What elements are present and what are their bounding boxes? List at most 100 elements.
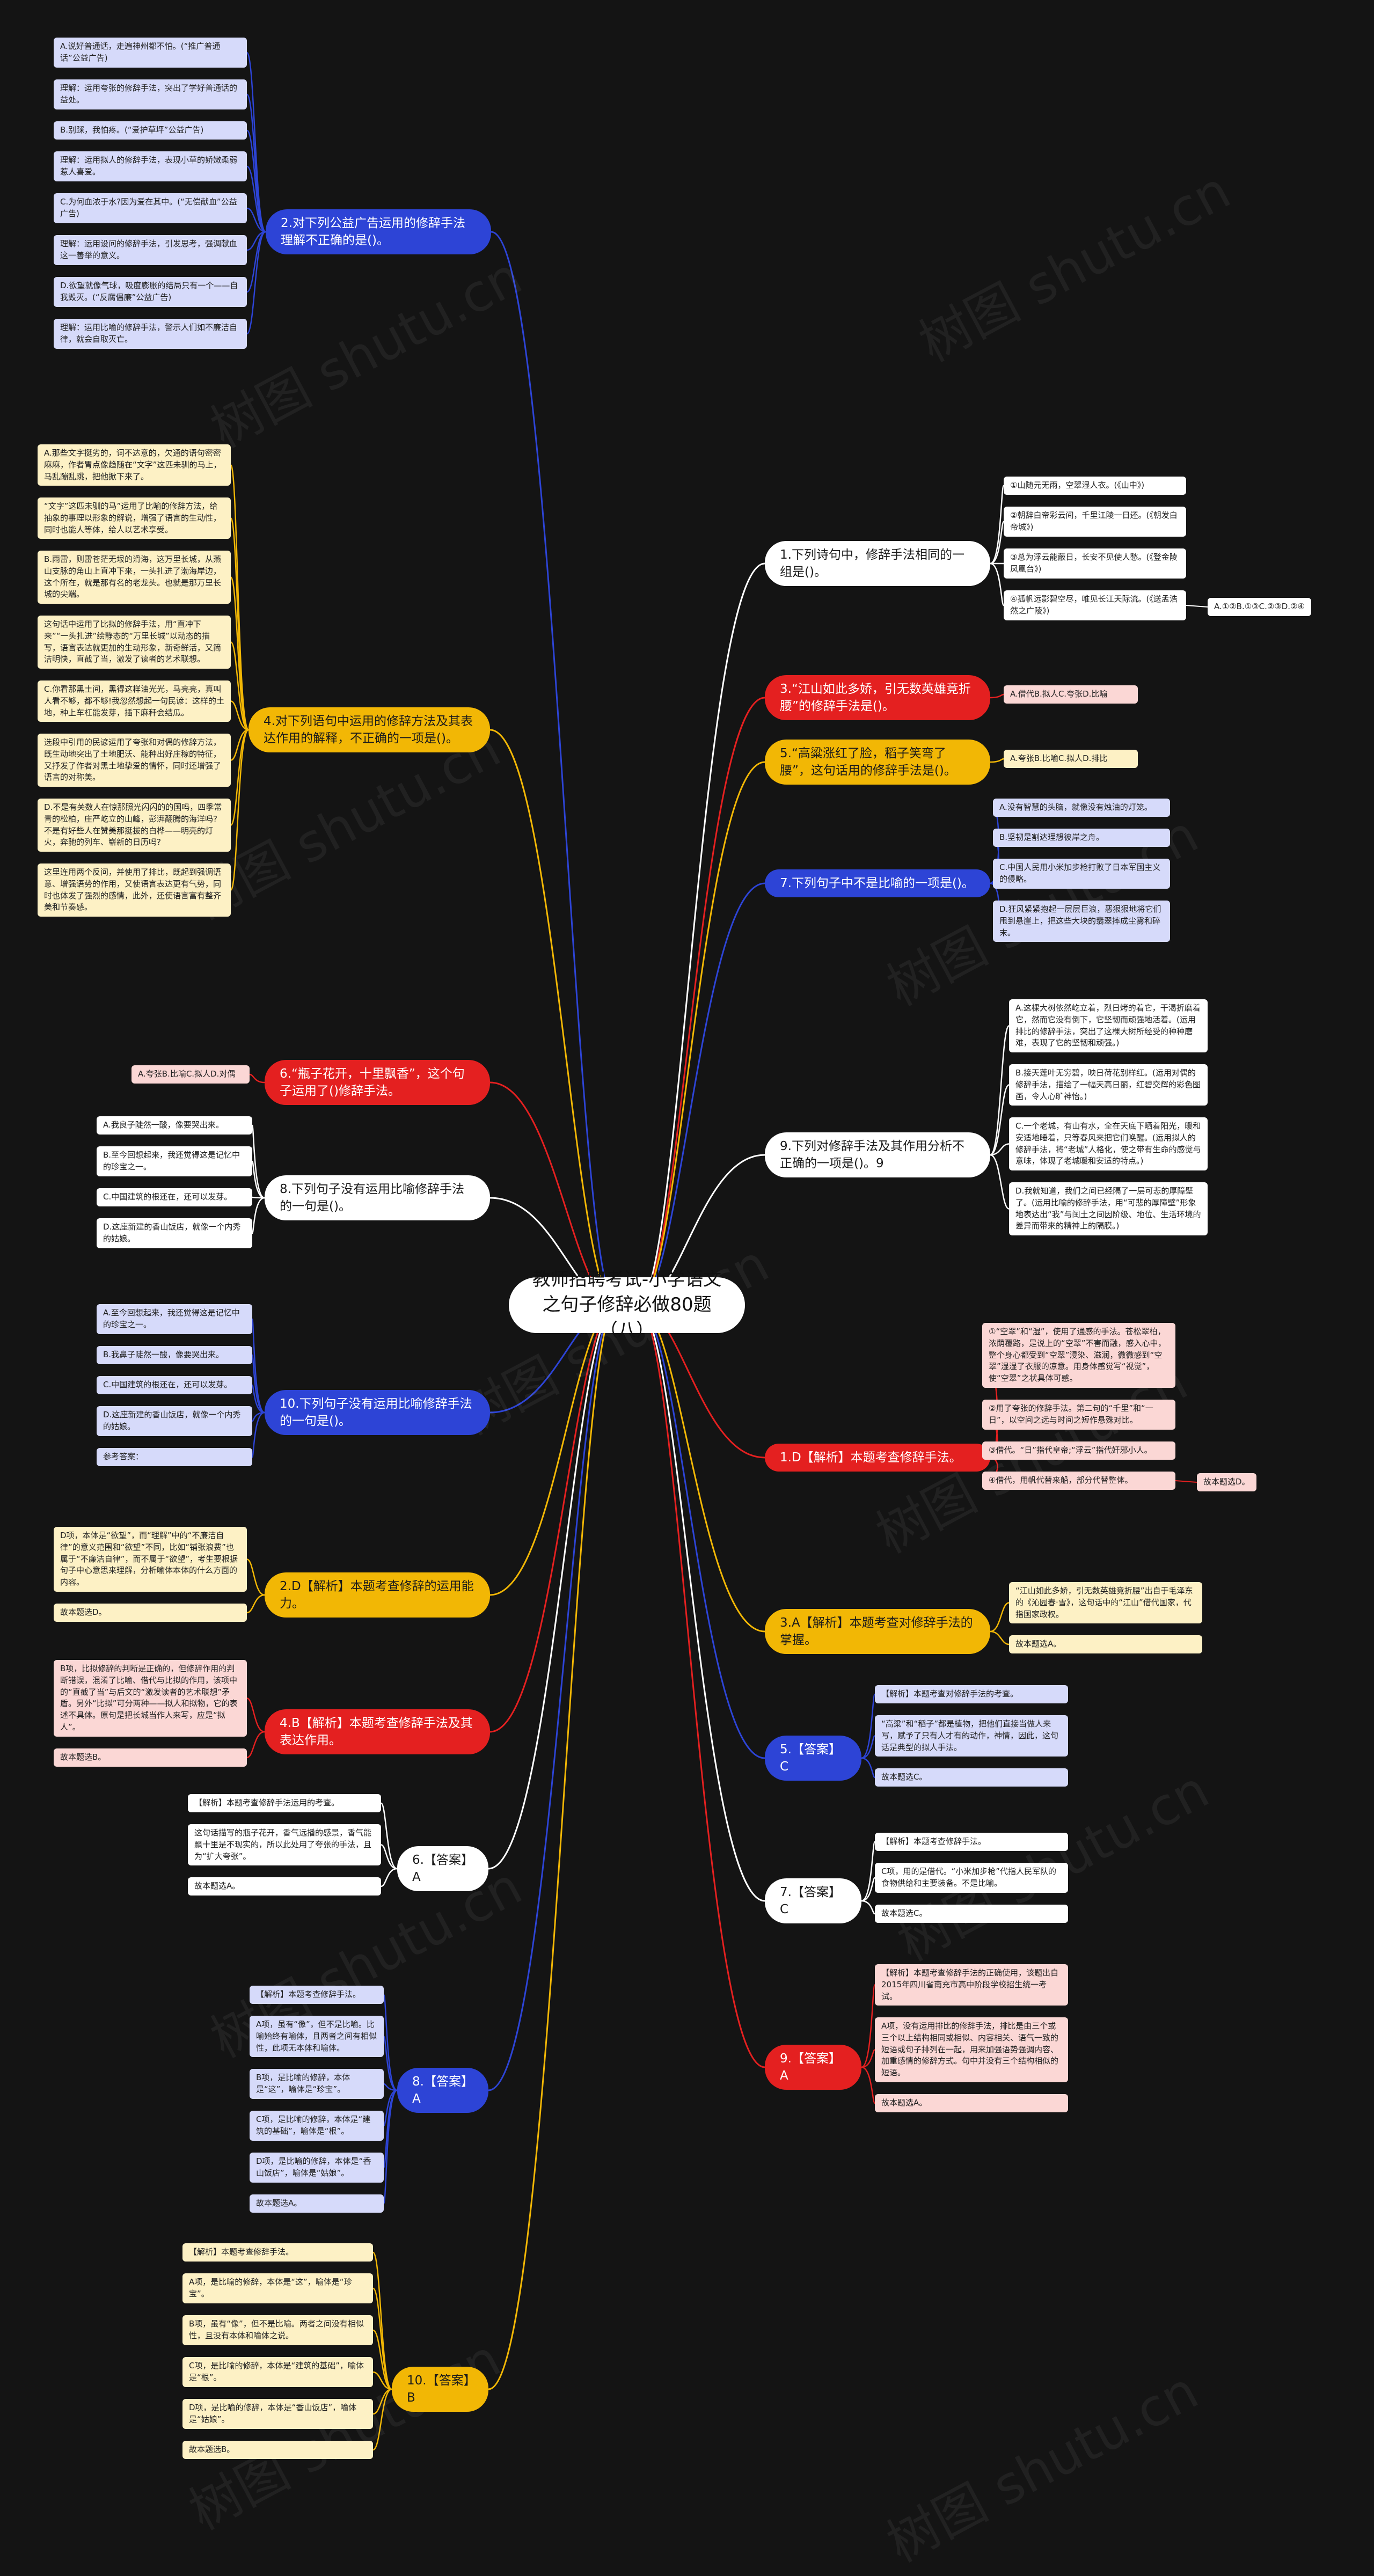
- leaf-a10-4[interactable]: D项，是比喻的修辞，本体是“香山饭店”，喻体是“姑娘”。: [182, 2399, 373, 2429]
- leaf-a8-4[interactable]: D项，是比喻的修辞，本体是“香山饭店”，喻体是“姑娘”。: [250, 2153, 384, 2183]
- leaf-a6-2[interactable]: 故本题选A。: [188, 1877, 381, 1896]
- branch-b4[interactable]: 4.对下列语句中运用的修辞方法及其表达作用的解释，不正确的一项是()。: [249, 707, 490, 753]
- leaf-a10-1[interactable]: A项，是比喻的修辞，本体是“这”，喻体是“珍宝”。: [182, 2273, 373, 2303]
- leaf-a2-0[interactable]: D项，本体是“欲望”，而“理解”中的“不廉洁自律”的意义范围和“欲望”不同，比如…: [54, 1527, 247, 1592]
- leaf-b8-2[interactable]: C.中国建筑的根还在，还可以发芽。: [97, 1188, 252, 1206]
- leaf-a1-3[interactable]: ④借代，用帆代替来船，部分代替整体。: [982, 1472, 1175, 1490]
- leaf-a5-1[interactable]: “高粱”和“稻子”都是植物，把他们直接当做人来写，赋予了只有人才有的动作，神情，…: [875, 1715, 1068, 1757]
- leaf-a3-1[interactable]: 故本题选A。: [1009, 1635, 1202, 1653]
- leaf-a9-0[interactable]: 【解析】本题考查修辞手法的正确使用，该题出自2015年四川省南充市高中阶段学校招…: [875, 1964, 1068, 2006]
- leaf-a6-1[interactable]: 这句话描写的瓶子花开，香气远播的感景，香气能飘十里是不现实的，所以此处用了夸张的…: [188, 1824, 381, 1866]
- leaf-b7-3[interactable]: D.狂风紧紧抱起一层层巨浪，恶狠狠地将它们甩到悬崖上，把这些大块的翡翠摔成尘雾和…: [993, 901, 1170, 942]
- leaf-b10-0[interactable]: A.至今回想起来，我还觉得这是记忆中的珍宝之一。: [97, 1304, 252, 1334]
- leaf-b4-7[interactable]: 这里连用两个反问，并使用了排比，既起到强调语意、增强语势的作用，又使语言表达更有…: [38, 863, 231, 917]
- branch-a1[interactable]: 1.D【解析】本题考查修辞手法。: [765, 1444, 990, 1472]
- leaf-b1-2[interactable]: ③总为浮云能蔽日，长安不见使人愁。(《登金陵凤凰台》): [1004, 548, 1186, 579]
- branch-b9[interactable]: 9.下列对修辞手法及其作用分析不正确的一项是()。9: [765, 1132, 990, 1178]
- leaf-b10-2[interactable]: C.中国建筑的根还在，还可以发芽。: [97, 1376, 252, 1394]
- leaf-b2-7[interactable]: 理解：运用比喻的修辞手法，警示人们如不廉洁自律，就会自取灭亡。: [54, 319, 247, 349]
- leaf-a8-1[interactable]: A项，虽有“像”，但不是比喻。比喻始终有喻体，且两者之间有相似性，此项无本体和喻…: [250, 2016, 384, 2058]
- leaf-b10-1[interactable]: B.我鼻子陡然一酸，像要哭出来。: [97, 1346, 252, 1364]
- leaf-b9-3[interactable]: D.我就知道，我们之间已经隔了一层可悲的厚障壁了。(运用比喻的修辞手法，用“可悲…: [1009, 1182, 1208, 1235]
- leaf-a1-0[interactable]: ①“空翠”和“湿”，使用了通感的手法。苍松翠柏，浓荫覆路，是说上的“空翠”不害而…: [982, 1323, 1175, 1388]
- leaf-b2-1[interactable]: 理解：运用夸张的修辞手法，突出了学好普通话的益处。: [54, 79, 247, 109]
- leaf-b4-1[interactable]: “文字”这匹未驯的马”运用了比喻的修辞方法，给抽象的事理以形象的解说，增强了语言…: [38, 497, 231, 539]
- leaf-b7-0[interactable]: A.没有智慧的头脑，就像没有烛油的灯笼。: [993, 799, 1170, 817]
- branch-b7[interactable]: 7.下列句子中不是比喻的一项是()。: [765, 869, 990, 898]
- leaf-b2-6[interactable]: D.欲望就像气球，吸度膨胀的结局只有一个——自我毁灭。(“反腐倡廉”公益广告): [54, 277, 247, 307]
- leaf-b2-5[interactable]: 理解：运用设问的修辞手法，引发思考，强调献血这一善举的意义。: [54, 235, 247, 265]
- leaf-b4-4[interactable]: C.你看那黑土间，黑得这样油光光，马亮亮，真叫人看不够，都不够!我忽然想起一句民…: [38, 680, 231, 722]
- leaf-a3-0[interactable]: “江山如此多娇，引无数英雄竞折腰”出自于毛泽东的《沁园春·雪》，这句话中的“江山…: [1009, 1582, 1202, 1624]
- leaf-a10-5[interactable]: 故本题选B。: [182, 2441, 373, 2459]
- leaf-b10-4[interactable]: 参考答案：: [97, 1448, 252, 1466]
- connector-line: [246, 1697, 265, 1733]
- leaf-a8-2[interactable]: B项，是比喻的修辞，本体是“这”，喻体是“珍宝”。: [250, 2069, 384, 2099]
- leaf-a8-3[interactable]: C项，是比喻的修辞，本体是“建筑的基础”，喻体是“根”。: [250, 2111, 384, 2141]
- branch-a7[interactable]: 7.【答案】C: [765, 1878, 861, 1924]
- leaf-b1-extra[interactable]: A.①②B.①③C.②③D.②④: [1208, 598, 1311, 616]
- leaf-a1-1[interactable]: ②用了夸张的修辞手法。第二句的“千里”和“一日”，以空间之远与时间之短作悬殊对比…: [982, 1400, 1175, 1430]
- branch-b2[interactable]: 2.对下列公益广告运用的修辞手法理解不正确的是()。: [266, 209, 491, 255]
- leaf-a1-2[interactable]: ③借代。“日”指代皇帝;“浮云”指代奸邪小人。: [982, 1441, 1175, 1460]
- branch-a3[interactable]: 3.A【解析】本题考查对修辞手法的掌握。: [765, 1609, 990, 1655]
- leaf-b1-3[interactable]: ④孤帆远影碧空尽，唯见长江天际流。(《送孟浩然之广陵》): [1004, 590, 1186, 620]
- leaf-b1-1[interactable]: ②朝辞白帝彩云间，千里江陵一日还。(《朝发白帝城》): [1004, 507, 1186, 537]
- leaf-b8-1[interactable]: B.至今回想起来，我还觉得这是记忆中的珍宝之一。: [97, 1146, 252, 1176]
- leaf-b3-0[interactable]: A.借代B.拟人C.夸张D.比喻: [1004, 685, 1138, 704]
- leaf-a1-extra[interactable]: 故本题选D。: [1197, 1473, 1256, 1491]
- leaf-a8-0[interactable]: 【解析】本题考查修辞手法。: [250, 1986, 384, 2004]
- leaf-a2-1[interactable]: 故本题选D。: [54, 1604, 247, 1622]
- central-topic[interactable]: 教师招聘考试-小学语文之句子修辞必做80题（八）: [509, 1269, 745, 1341]
- leaf-b8-0[interactable]: A.我良子陡然一酸，像要哭出来。: [97, 1116, 252, 1135]
- connector-line: [990, 1602, 1010, 1633]
- leaf-b6-0[interactable]: A.夸张B.比喻C.拟人D.对偶: [131, 1065, 250, 1084]
- branch-b6[interactable]: 6.“瓶子花开，十里飘香”，这个句子运用了()修辞手法。: [265, 1060, 490, 1106]
- leaf-b1-0[interactable]: ①山随元无雨，空翠湿人衣。(《山中》): [1004, 477, 1186, 495]
- leaf-a4-1[interactable]: 故本题选B。: [54, 1748, 247, 1767]
- branch-a6[interactable]: 6.【答案】A: [397, 1846, 488, 1892]
- leaf-a10-3[interactable]: C项，是比喻的修辞，本体是“建筑的基础”，喻体是“根”。: [182, 2357, 373, 2387]
- branch-a8[interactable]: 8.【答案】A: [397, 2068, 488, 2113]
- leaf-b5-0[interactable]: A.夸张B.比喻C.拟人D.排比: [1004, 750, 1138, 768]
- leaf-b10-3[interactable]: D.这座新建的香山饭店，就像一个内秀的姑娘。: [97, 1406, 252, 1436]
- leaf-a5-2[interactable]: 故本题选C。: [875, 1768, 1068, 1787]
- leaf-b9-1[interactable]: B.接天莲叶无穷碧，映日荷花别样红。(运用对偶的修辞手法，描绘了一幅天高日丽，红…: [1009, 1064, 1208, 1106]
- leaf-b4-0[interactable]: A.那些文字挺劣的，词不达意的，欠通的语句密密麻麻，作者胃点像趋随在“文字”这匹…: [38, 444, 231, 486]
- connector-line: [637, 1304, 765, 1902]
- leaf-a7-1[interactable]: C项，用的是借代。“小米加步枪”代指人民军队的食物供给和主要装备。不是比喻。: [875, 1863, 1068, 1893]
- branch-b3[interactable]: 3.“江山如此多娇，引无数英雄竞折腰”的修辞手法是()。: [765, 675, 990, 721]
- leaf-b4-5[interactable]: 选段中引用的民谚运用了夸张和对偶的修辞方法，既生动地突出了土地肥沃、能种出好庄稼…: [38, 734, 231, 787]
- leaf-b2-2[interactable]: B.别踩，我怕疼。(“爱护草坪”公益广告): [54, 121, 247, 140]
- leaf-b7-2[interactable]: C.中国人民用小米加步枪打败了日本军国主义的侵略。: [993, 859, 1170, 889]
- leaf-a4-0[interactable]: B项，比拟修辞的判断是正确的，但修辞作用的判断错误，混淆了比喻、借代与比拟的作用…: [54, 1660, 247, 1737]
- leaf-a10-2[interactable]: B项，虽有“像”，但不是比喻。两者之间没有相似性，且没有本体和喻体之说。: [182, 2315, 373, 2345]
- leaf-b2-4[interactable]: C.为何血浓于水?因为爱在其中。(“无偿献血”公益广告): [54, 193, 247, 223]
- branch-a2[interactable]: 2.D【解析】本题考查修辞的运用能力。: [265, 1572, 490, 1618]
- branch-a4[interactable]: 4.B【解析】本题考查修辞手法及其表达作用。: [265, 1709, 490, 1755]
- leaf-a10-0[interactable]: 【解析】本题考查修辞手法。: [182, 2243, 373, 2262]
- branch-a5[interactable]: 5.【答案】C: [765, 1736, 861, 1781]
- branch-b1[interactable]: 1.下列诗句中，修辞手法相同的一组是()。: [765, 541, 990, 587]
- leaf-b4-3[interactable]: 这句话中运用了比拟的修辞手法，用“直冲下来”“一头扎进”绘静态的“万里长城”以动…: [38, 616, 231, 669]
- branch-a10[interactable]: 10.【答案】B: [392, 2367, 488, 2412]
- leaf-a6-0[interactable]: 【解析】本题考查修辞手法运用的考查。: [188, 1794, 381, 1812]
- leaf-a7-2[interactable]: 故本题选C。: [875, 1905, 1068, 1923]
- leaf-a5-0[interactable]: 【解析】本题考查对修辞手法的考查。: [875, 1685, 1068, 1703]
- leaf-b2-0[interactable]: A.说好普通话，走遍神州都不怕。(“推广普通话”公益广告): [54, 38, 247, 68]
- branch-b10[interactable]: 10.下列句子没有运用比喻修辞手法的一句是()。: [265, 1390, 490, 1436]
- branch-b5[interactable]: 5.“高粱涨红了脸，稻子笑弯了腰”，这句话用的修辞手法是()。: [765, 740, 990, 785]
- leaf-b9-2[interactable]: C.一个老城，有山有水，全在天底下晒着阳光，暖和安适地睡着，只等春风来把它们唤醒…: [1009, 1117, 1208, 1170]
- leaf-b8-3[interactable]: D.这座新建的香山饭店，就像一个内秀的姑娘。: [97, 1218, 252, 1248]
- leaf-b4-2[interactable]: B.雨雷，则雷苍茫无垠的滑海，这万里长城，从燕山支脉的角山上直冲下来，一头扎进了…: [38, 551, 231, 604]
- branch-b8[interactable]: 8.下列句子没有运用比喻修辞手法的一句是()。: [265, 1175, 490, 1221]
- leaf-a9-1[interactable]: A项，没有运用排比的修辞手法，排比是由三个或三个以上结构相同或相似、内容相关、语…: [875, 2017, 1068, 2082]
- leaf-a9-2[interactable]: 故本题选A。: [875, 2094, 1068, 2112]
- leaf-b9-0[interactable]: A.这棵大树依然屹立着，烈日烤的着它，干渴折磨着它，然而它没有倒下，它坚韧而顽强…: [1009, 999, 1208, 1052]
- leaf-b7-1[interactable]: B.坚韧是割达理想彼岸之舟。: [993, 829, 1170, 847]
- leaf-a7-0[interactable]: 【解析】本题考查修辞手法。: [875, 1833, 1068, 1851]
- leaf-b2-3[interactable]: 理解：运用拟人的修辞手法，表现小草的娇嫩柔弱惹人喜爱。: [54, 151, 247, 181]
- leaf-b4-6[interactable]: D.不是有关数人在惊那照光闪闪的的国吗，四季常青的松柏，庄严屹立的山峰，彭湃翻腾…: [38, 799, 231, 852]
- branch-a9[interactable]: 9.【答案】A: [765, 2045, 861, 2090]
- leaf-a8-5[interactable]: 故本题选A。: [250, 2194, 384, 2213]
